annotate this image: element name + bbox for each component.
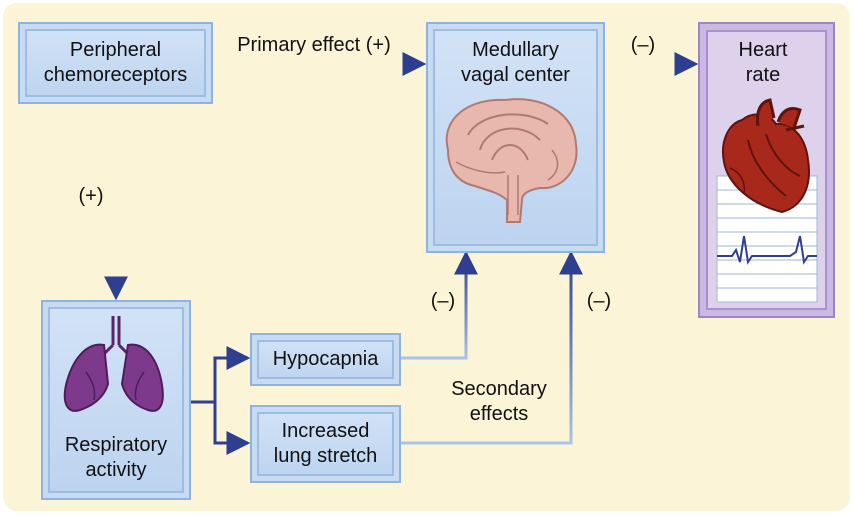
stretch-negative-label: (–) (586, 290, 612, 312)
arrow-hypocapnia-to-medullary (401, 250, 478, 360)
medullary-vagal-center-label: Medullary vagal center (461, 39, 570, 86)
heart-rate-negative-label: (–) (630, 34, 656, 56)
hypocapnia-negative-label: (–) (430, 290, 456, 312)
hypocapnia-label: Hypocapnia (272, 348, 379, 370)
respiratory-activity-box (41, 300, 191, 500)
heart-rate-label: Heart rate (738, 39, 788, 86)
peripheral-chemoreceptors-label: Peripheral chemoreceptors (43, 39, 188, 86)
primary-effect-label: Primary effect (+) (237, 34, 391, 56)
arrow-stretch-to-medullary (401, 250, 583, 445)
hypocapnia-box (250, 333, 401, 386)
lung-stretch-label: Increased lung stretch (273, 420, 378, 467)
arrow-to-lung-stretch (213, 402, 251, 455)
respiratory-activity-label: Respiratory activity (64, 434, 168, 481)
lung-stretch-box (250, 405, 401, 483)
respiratory-positive-label: (+) (78, 185, 104, 207)
arrow-to-hypocapnia (191, 346, 251, 404)
secondary-effects-label: Secondary effects (451, 378, 547, 425)
peripheral-chemoreceptors-box (18, 22, 213, 104)
